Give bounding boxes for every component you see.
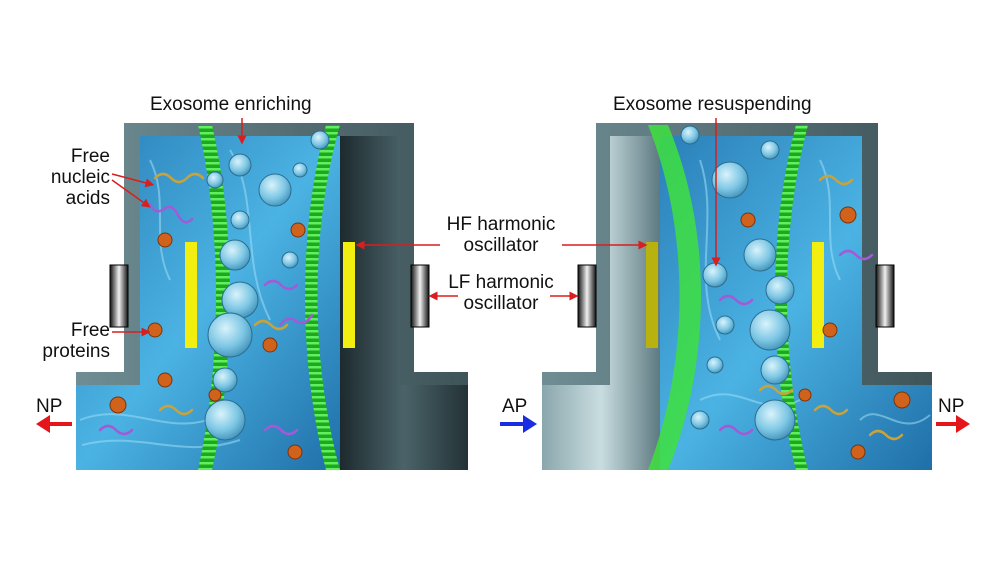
nucleic-acid [718,424,754,436]
nucleic-acid [158,404,194,416]
right-hf-plate-right [812,242,824,348]
exosome [749,309,791,351]
label-line: proteins [42,341,110,362]
np-right-arrow-head [956,415,970,433]
nucleic-acid [813,404,849,416]
label-exosome-enriching: Exosome enriching [150,94,312,115]
nucleic-acid [263,279,299,291]
left-fluid-streaks [79,149,271,449]
label-line: LF harmonic [448,272,554,293]
left-fluid-chamber [76,136,340,470]
left-lf-transducer-right [410,264,430,328]
exosome [702,262,728,288]
protein [893,391,911,409]
protein [157,372,173,388]
right-lf-transducer-left [577,264,597,328]
pointer-lines [111,118,721,337]
label-line: HF harmonic [446,214,556,235]
left-lf-transducer-left [109,264,129,328]
protein [798,388,812,402]
nucleic-acid [278,313,314,327]
left-hf-plate-right [343,242,355,348]
exosome [207,312,253,358]
exosomes [204,125,796,441]
nucleic-acid [868,429,904,441]
exosome [258,173,292,207]
exosome [281,251,299,269]
exosome [765,275,795,305]
free-proteins-particles [109,206,911,460]
ap-arrow-head [523,415,537,433]
nucleic-acid [263,424,299,436]
label-ap: AP [502,396,528,417]
exosome [204,399,246,441]
right-lf-transducer-right [875,264,895,328]
label-lf-harmonic-oscillator: LF harmonic oscillator [436,272,566,314]
protein [262,337,278,353]
label-line: nucleic [50,167,110,188]
protein [850,444,866,460]
label-line: Free [70,320,110,341]
exosome [206,171,224,189]
free-nucleic-acids-strands [98,172,904,441]
np-left-arrow-head [36,415,50,433]
nucleic-acid [838,249,874,261]
protein [287,444,303,460]
left-membrane-2 [305,125,340,470]
nucleic-acid [98,424,134,436]
nucleic-acid [758,384,794,396]
label-hf-harmonic-oscillator: HF harmonic oscillator [436,214,566,256]
label-np-left: NP [36,396,63,417]
exosome [706,356,724,374]
exosome [228,153,252,177]
exosome [230,210,250,230]
protein [147,322,163,338]
label-free-nucleic-acids: Free nucleic acids [40,146,110,209]
exosome [754,399,796,441]
nucleic-acid [253,319,289,331]
exosome [680,125,700,145]
exosome [310,130,330,150]
exosome [760,355,790,385]
label-line: Free [70,146,110,167]
protein [822,322,838,338]
right-membrane-2 [775,125,808,470]
left-hf-plate-left [185,242,197,348]
protein [208,388,222,402]
label-exosome-resuspending: Exosome resuspending [613,94,812,115]
label-free-proteins: Free proteins [30,320,110,362]
exosome [212,367,238,393]
nucleic-acid [718,294,754,306]
exosome [221,281,259,319]
protein [740,212,756,228]
pointer-nucleic-2 [111,179,151,208]
nucleic-acid [818,174,854,186]
label-line: acids [65,188,110,209]
exosome [292,162,308,178]
label-line: oscillator [463,293,539,314]
right-hf-plate-left [646,242,658,348]
label-np-right: NP [938,396,965,417]
protein [109,396,127,414]
protein [157,232,173,248]
protein [290,222,306,238]
right-device [542,123,932,470]
pointer-nucleic-1 [111,173,155,188]
right-membrane-vibrating [648,125,701,470]
protein [839,206,857,224]
flow-arrows [36,415,970,433]
exosome [760,140,780,160]
label-line: oscillator [463,235,539,256]
nucleic-acid [153,172,205,184]
exosome [219,239,251,271]
left-dark-chamber [340,136,468,470]
exosome [690,410,710,430]
exosome [743,238,777,272]
right-ghost-chamber [542,136,660,470]
exosome [715,315,735,335]
exosome [711,161,749,199]
right-fluid-chamber [660,136,932,470]
nucleic-acid [148,203,194,224]
